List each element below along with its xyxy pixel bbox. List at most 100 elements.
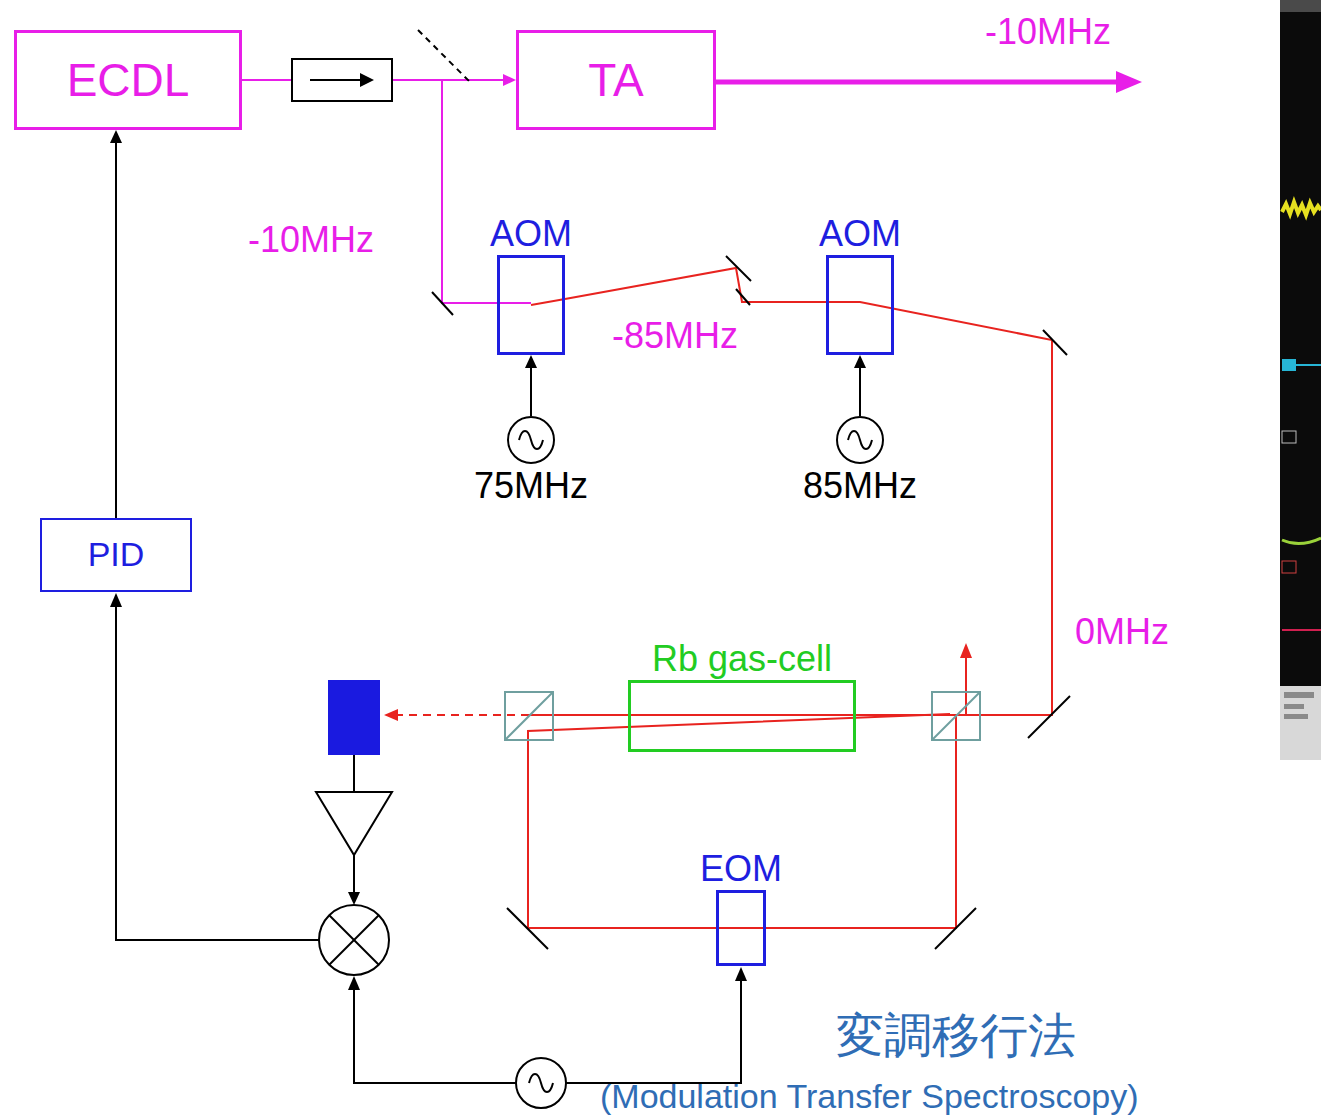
aom-box: AOM	[497, 255, 565, 355]
pump-beam	[528, 714, 956, 928]
signal-chain	[329, 915, 379, 965]
probe-beam	[384, 709, 398, 721]
method-subtitle: (Modulation Transfer Spectroscopy)	[600, 1078, 1139, 1115]
signal-chain	[116, 606, 319, 940]
signal-chain	[329, 915, 379, 965]
optical-isolator	[360, 73, 374, 87]
frequency-label: -10MHz	[985, 12, 1111, 52]
aom-beam	[529, 302, 1052, 715]
aom-beam	[1028, 696, 1070, 738]
node-label: TA	[588, 55, 643, 106]
arrow-head	[110, 130, 122, 143]
oscilloscope-screenshot	[1282, 359, 1296, 371]
connector	[110, 130, 122, 518]
optical-isolator	[292, 59, 392, 101]
beam-splitter	[418, 30, 470, 82]
oscilloscope-screenshot	[1280, 0, 1321, 760]
node-label: AOM	[490, 214, 572, 254]
ta-output-beam	[716, 71, 1142, 93]
oscilloscope-screenshot	[1280, 686, 1321, 760]
arrow-head	[525, 355, 537, 368]
polarizing-beam-splitter	[505, 692, 553, 740]
oscilloscope-screenshot	[1284, 692, 1314, 698]
pid-box: PID	[40, 518, 192, 592]
signal-chain	[316, 792, 392, 855]
pump-beam	[507, 908, 548, 949]
signal-chain	[516, 1058, 566, 1108]
oscilloscope-screenshot	[1284, 714, 1308, 719]
node-label: 75MHz	[474, 466, 588, 506]
node-label: EOM	[700, 849, 782, 889]
signal-chain	[353, 855, 355, 894]
signal-chain	[529, 1074, 553, 1092]
probe-beam	[396, 714, 529, 716]
frequency-label: -10MHz	[248, 220, 374, 260]
frequency-label: 0MHz	[1075, 612, 1169, 652]
connector-line	[530, 366, 532, 416]
oscilloscope-screenshot	[1280, 0, 1321, 760]
signal-chain	[353, 755, 355, 792]
signal-chain	[319, 905, 389, 975]
signal-chain	[354, 989, 516, 1083]
arrow-head	[854, 355, 866, 368]
method-title: 変調移行法	[836, 1010, 1076, 1063]
gas-cell: Rb gas-cell	[628, 680, 856, 752]
node-label: ECDL	[67, 55, 190, 106]
oscilloscope-screenshot	[1282, 538, 1321, 544]
oscilloscope-screenshot	[1282, 629, 1321, 631]
aom-beam	[531, 299, 565, 305]
rf-source: 85MHz	[836, 416, 884, 464]
connector	[565, 268, 826, 302]
oscilloscope-screenshot	[1282, 202, 1321, 215]
sine-symbol	[509, 418, 553, 462]
amplifier-box: TA	[516, 30, 716, 130]
signal-chain	[566, 979, 741, 1083]
laser-box: ECDL	[14, 30, 242, 130]
polarizing-beam-splitter	[505, 692, 980, 740]
connector-line	[565, 268, 826, 302]
node-label: 85MHz	[803, 466, 917, 506]
node-label: PID	[88, 536, 145, 573]
oscilloscope-screenshot	[1296, 364, 1321, 366]
signal-chain	[110, 593, 122, 607]
polarizing-beam-splitter	[932, 692, 980, 740]
eom-box: EOM	[716, 890, 766, 966]
oscilloscope-screenshot	[1282, 431, 1296, 443]
oscilloscope-screenshot	[1280, 0, 1321, 12]
signal-chain	[735, 967, 747, 981]
pickoff-beam	[432, 292, 453, 315]
sine-symbol	[519, 431, 543, 449]
polarizing-beam-splitter	[932, 692, 980, 740]
node-label: Rb gas-cell	[652, 639, 832, 679]
connector	[525, 355, 537, 416]
aom-beam	[726, 256, 751, 281]
pump-beam	[935, 908, 976, 949]
aom-beam	[736, 289, 750, 305]
aom-beam	[529, 256, 1070, 738]
signal-chain	[348, 976, 360, 990]
optical-isolator	[292, 59, 392, 101]
photodetector	[328, 680, 380, 755]
aom-box: AOM	[826, 255, 894, 355]
oscilloscope-screenshot	[1284, 704, 1304, 709]
aom-beam	[1043, 330, 1067, 355]
beam-splitter	[418, 30, 470, 82]
frequency-label: -85MHz	[612, 316, 738, 356]
connector-line	[859, 366, 861, 416]
probe-beam	[960, 643, 972, 658]
node-label: AOM	[819, 214, 901, 254]
signal-chain	[348, 892, 360, 905]
sine-symbol	[838, 418, 882, 462]
photodetector	[328, 680, 380, 755]
ta-output-beam	[1116, 71, 1142, 93]
connector	[854, 355, 866, 416]
arrow-head	[503, 74, 516, 86]
ta-output-beam	[716, 80, 1120, 85]
rf-source: 75MHz	[507, 416, 555, 464]
optical-isolator	[310, 79, 362, 81]
polarizing-beam-splitter	[505, 692, 553, 740]
